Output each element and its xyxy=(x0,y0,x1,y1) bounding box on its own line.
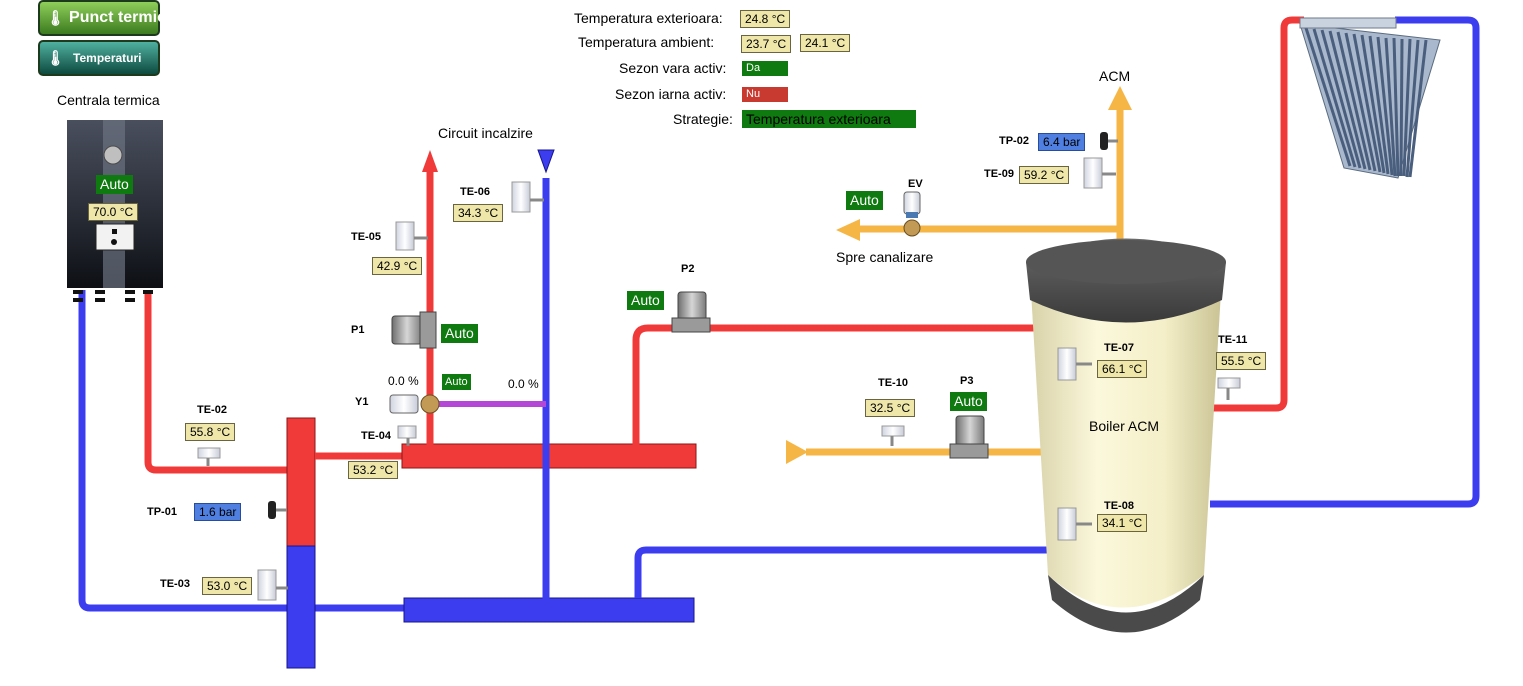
temp-exterioara-value: 24.8 °C xyxy=(740,10,791,28)
sensor-te08-icon[interactable] xyxy=(1057,507,1092,541)
te07-value: 66.1 °C xyxy=(1097,360,1148,378)
p1-mode[interactable]: Auto xyxy=(441,324,478,343)
pipe-boiler-supply xyxy=(144,290,290,474)
cold-water-inlet-arrow xyxy=(786,440,808,464)
strategie-value: Temperatura exterioara xyxy=(742,110,916,128)
te10-value: 32.5 °C xyxy=(865,399,916,417)
p3-mode[interactable]: Auto xyxy=(950,392,987,411)
temp-ambient-value-1: 23.7 °C xyxy=(741,35,792,53)
y1-mode[interactable]: Auto xyxy=(442,374,471,390)
solar-collector[interactable] xyxy=(1299,17,1441,179)
boiler-acm-label: Boiler ACM xyxy=(1089,418,1160,434)
te02-value: 55.8 °C xyxy=(185,423,236,441)
p2-mode[interactable]: Auto xyxy=(627,291,664,310)
pump-p1[interactable] xyxy=(391,311,437,349)
boiler-unit-mode[interactable]: Auto xyxy=(96,175,133,194)
sensor-te04-icon[interactable] xyxy=(397,425,417,446)
sensor-te05-icon[interactable] xyxy=(395,221,428,251)
centrala-termica-label: Centrala termica xyxy=(57,92,160,108)
canalizare-arrow-left xyxy=(836,219,860,241)
ev-mode[interactable]: Auto xyxy=(846,191,883,210)
sezon-vara-label: Sezon vara activ: xyxy=(619,60,727,76)
y1-position-in: 0.0 % xyxy=(388,374,419,388)
sensor-te10-icon[interactable] xyxy=(881,425,905,446)
pipe-dhw-primary-supply xyxy=(632,324,1040,446)
hydraulic-separator-cold xyxy=(286,545,316,669)
sensor-tp01-icon[interactable] xyxy=(268,501,287,519)
nav-punct-termic-button[interactable]: 🌡 Punct termic xyxy=(38,0,166,36)
dhw-tank[interactable] xyxy=(1026,238,1226,633)
temp-ambient-label: Temperatura ambient: xyxy=(578,34,715,50)
te08-value: 34.1 °C xyxy=(1097,514,1148,532)
circuit-incalzire-label: Circuit incalzire xyxy=(438,125,533,141)
te03-value: 53.0 °C xyxy=(202,577,253,595)
p3-tag: P3 xyxy=(960,375,974,387)
te04-tag: TE-04 xyxy=(361,430,391,442)
pump-p3[interactable] xyxy=(949,415,989,459)
hydraulic-separator-hot xyxy=(286,417,316,547)
y1-tag: Y1 xyxy=(355,396,369,408)
tp02-tag: TP-02 xyxy=(999,135,1029,147)
temp-exterioara-label: Temperatura exterioara: xyxy=(574,10,723,26)
p2-tag: P2 xyxy=(681,263,695,275)
solenoid-valve-ev[interactable] xyxy=(903,191,921,237)
tp01-tag: TP-01 xyxy=(147,506,177,518)
nav-temperaturi-button[interactable]: 🌡 Temperaturi xyxy=(38,40,160,76)
sensor-te03-icon[interactable] xyxy=(257,569,288,601)
supply-arrow-up xyxy=(422,150,438,172)
te05-tag: TE-05 xyxy=(351,231,381,243)
sezon-vara-status: Da xyxy=(742,61,788,76)
pipe-dhw-primary-return xyxy=(634,546,1058,598)
thermometer-icon: 🌡 xyxy=(46,50,66,67)
te02-tag: TE-02 xyxy=(197,404,227,416)
mixing-valve-y1[interactable] xyxy=(389,394,440,414)
cold-collector xyxy=(403,597,695,623)
ev-tag: EV xyxy=(908,178,923,190)
te11-tag: TE-11 xyxy=(1218,334,1248,346)
te05-value: 42.9 °C xyxy=(372,257,423,275)
nav-temperaturi-label: Temperaturi xyxy=(73,51,142,65)
acm-arrow-up xyxy=(1108,86,1132,110)
temp-ambient-value-2: 24.1 °C xyxy=(800,34,851,52)
te11-value: 55.5 °C xyxy=(1216,352,1267,370)
sensor-te09-icon[interactable] xyxy=(1083,157,1116,189)
te04-value: 53.2 °C xyxy=(348,461,399,479)
sensor-te07-icon[interactable] xyxy=(1057,347,1092,381)
pipe-solar-supply xyxy=(1210,16,1304,412)
sezon-iarna-status: Nu xyxy=(742,87,788,102)
nav-punct-termic-label: Punct termic xyxy=(69,9,166,26)
y1-position-out: 0.0 % xyxy=(508,377,539,391)
acm-label: ACM xyxy=(1099,68,1131,84)
te10-tag: TE-10 xyxy=(878,377,908,389)
strategie-label: Strategie: xyxy=(673,111,733,127)
sensor-tp02-icon[interactable] xyxy=(1100,132,1118,150)
pump-p2[interactable] xyxy=(671,291,711,333)
te09-tag: TE-09 xyxy=(984,168,1014,180)
boiler-unit-temperature: 70.0 °C xyxy=(88,203,139,221)
te06-tag: TE-06 xyxy=(460,186,490,198)
sensor-te11-icon[interactable] xyxy=(1217,377,1241,400)
te03-tag: TE-03 xyxy=(160,578,190,590)
return-arrow-down xyxy=(537,149,555,174)
te06-value: 34.3 °C xyxy=(453,204,504,222)
pipe-boiler-return xyxy=(78,290,410,612)
te09-value: 59.2 °C xyxy=(1019,166,1070,184)
sezon-iarna-label: Sezon iarna activ: xyxy=(615,86,727,102)
spre-canalizare-label: Spre canalizare xyxy=(836,249,934,265)
p1-tag: P1 xyxy=(351,324,365,336)
pipe-solar-return xyxy=(1210,16,1480,508)
sensor-te02-icon[interactable] xyxy=(197,447,221,466)
tp02-value: 6.4 bar xyxy=(1038,133,1086,151)
thermometer-icon: 🌡 xyxy=(46,10,66,27)
te07-tag: TE-07 xyxy=(1104,342,1134,354)
te08-tag: TE-08 xyxy=(1104,500,1134,512)
tp01-value: 1.6 bar xyxy=(194,503,242,521)
sensor-te06-icon[interactable] xyxy=(511,181,544,213)
